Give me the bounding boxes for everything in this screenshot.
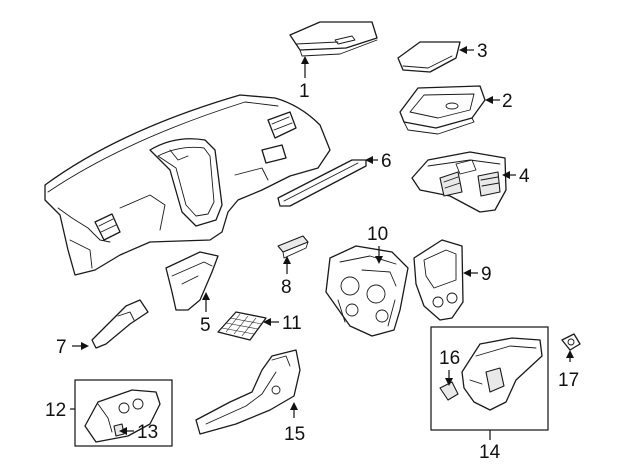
leader-lines — [70, 46, 574, 440]
callout-labels: 1 2 3 4 5 6 7 8 9 10 11 12 13 14 15 16 1… — [45, 41, 579, 463]
callout-7: 7 — [56, 337, 67, 358]
callout-5: 5 — [200, 315, 211, 336]
part-10-center-bracket — [325, 245, 409, 337]
part-8-switch — [277, 235, 309, 259]
callout-9: 9 — [481, 264, 492, 285]
callout-16: 16 — [439, 348, 460, 369]
part-7-knee-trim — [91, 299, 149, 349]
part-15-console-panel — [195, 349, 301, 435]
callout-10: 10 — [367, 224, 388, 245]
callout-1: 1 — [299, 81, 310, 102]
group-box-12 — [74, 379, 173, 447]
part-5-column-cover — [165, 251, 219, 311]
part-17-knob — [561, 333, 581, 351]
instrument-panel-assembly — [44, 94, 331, 276]
callout-8: 8 — [281, 277, 292, 298]
callout-2: 2 — [502, 91, 513, 112]
callout-15: 15 — [284, 424, 305, 445]
part-12-lower-trim-group — [74, 379, 173, 447]
callout-14: 14 — [479, 442, 501, 463]
part-9-radio-bezel — [413, 239, 464, 321]
callout-3: 3 — [477, 41, 488, 62]
part-6-trim-strip — [277, 159, 367, 207]
part-4-center-vent-bezel — [411, 151, 507, 213]
part-1-storage-compartment — [289, 21, 378, 57]
callout-13: 13 — [137, 422, 158, 443]
part-14-side-trim-group — [430, 326, 549, 431]
part-3-compartment-lid — [397, 41, 461, 73]
part-2-storage-tray — [399, 85, 486, 135]
callout-12: 12 — [45, 400, 66, 421]
callout-17: 17 — [558, 370, 579, 391]
part-11-mesh-mat — [217, 311, 267, 341]
callout-6: 6 — [381, 151, 392, 172]
callout-11: 11 — [282, 313, 302, 334]
callout-4: 4 — [519, 166, 530, 187]
